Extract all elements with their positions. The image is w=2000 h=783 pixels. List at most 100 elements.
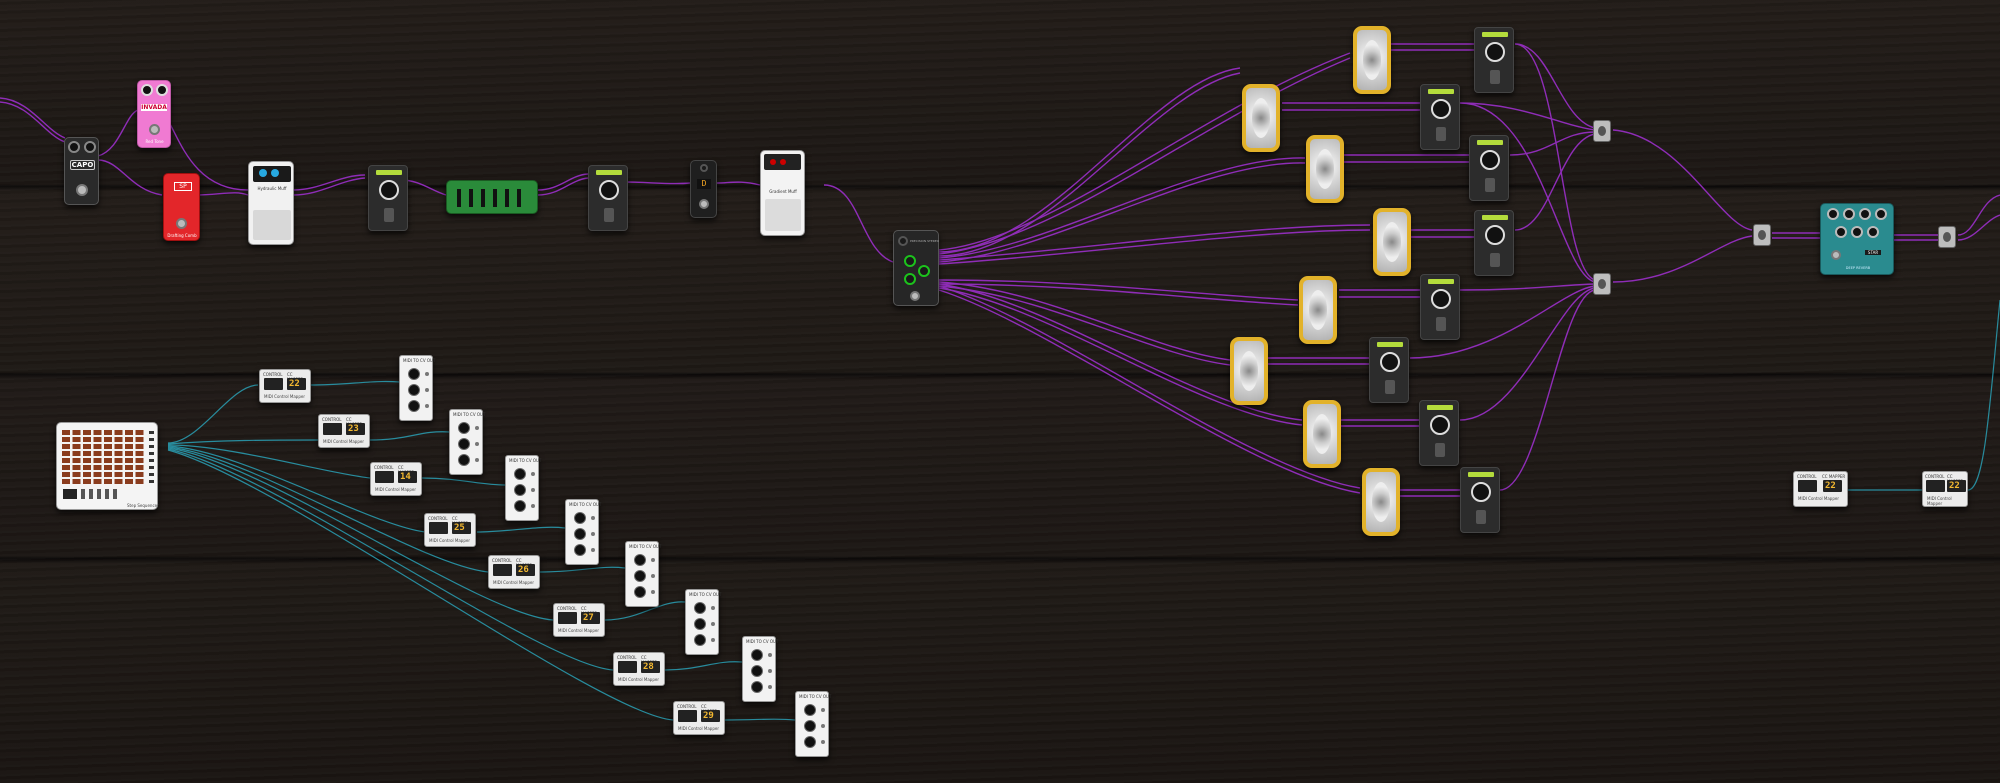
- amp-util-5-knob-icon[interactable]: [1431, 289, 1451, 309]
- reverb-knob-1-icon[interactable]: [1827, 208, 1839, 220]
- amp-cabinet-7[interactable]: [1303, 400, 1341, 468]
- dist-6-knob-b-icon[interactable]: [694, 618, 706, 630]
- amp-cabinet-4[interactable]: [1373, 208, 1411, 276]
- reverb-knob-4-icon[interactable]: [1875, 208, 1887, 220]
- compressor-knob-right-icon[interactable]: [84, 141, 96, 153]
- util-1-knob-icon[interactable]: [379, 180, 399, 200]
- pink-footswitch[interactable]: [149, 124, 160, 135]
- dist-7-knob-a-icon[interactable]: [751, 649, 763, 661]
- dist-2-knob-b-icon[interactable]: [458, 438, 470, 450]
- amp-util-7[interactable]: [1419, 400, 1459, 466]
- amp-util-5[interactable]: [1420, 274, 1460, 340]
- dist-8-knob-c-icon[interactable]: [804, 736, 816, 748]
- amp-util-1-switch[interactable]: [1490, 70, 1500, 84]
- amp-util-6-knob-icon[interactable]: [1380, 352, 1400, 372]
- pink-knob-right-icon[interactable]: [156, 84, 168, 96]
- eq-slider-4-icon[interactable]: [493, 189, 497, 207]
- amp-util-4[interactable]: [1474, 210, 1514, 276]
- amp-cabinet-3[interactable]: [1306, 135, 1344, 203]
- sequencer-grid[interactable]: [62, 428, 146, 484]
- midi-cv-out-4[interactable]: MIDI TO CV OUT: [565, 499, 601, 565]
- amp-util-4-switch[interactable]: [1490, 253, 1500, 267]
- red-footswitch[interactable]: [176, 218, 187, 229]
- amp-util-7-knob-icon[interactable]: [1430, 415, 1450, 435]
- amp-util-8[interactable]: [1460, 467, 1500, 533]
- dist-1-knob-b-icon[interactable]: [408, 384, 420, 396]
- dist-6-knob-c-icon[interactable]: [694, 634, 706, 646]
- green-eq-pedal[interactable]: [446, 180, 538, 214]
- amp-util-2-knob-icon[interactable]: [1431, 99, 1451, 119]
- util-2-knob-icon[interactable]: [599, 180, 619, 200]
- dist-4-knob-b-icon[interactable]: [574, 528, 586, 540]
- dist-5-knob-b-icon[interactable]: [634, 570, 646, 582]
- reverb-knob-2-icon[interactable]: [1843, 208, 1855, 220]
- amp-cabinet-2[interactable]: [1242, 84, 1280, 152]
- dist-7-knob-c-icon[interactable]: [751, 681, 763, 693]
- midi-cv-out-5[interactable]: MIDI TO CV OUT: [625, 541, 661, 607]
- dist-3-knob-b-icon[interactable]: [514, 484, 526, 496]
- boss-pedal-pad[interactable]: [765, 199, 801, 231]
- reverb-knob-7-icon[interactable]: [1867, 226, 1879, 238]
- reverb-footswitch-left[interactable]: [1831, 250, 1841, 260]
- util-2-switch[interactable]: [604, 208, 614, 222]
- sensor-pad[interactable]: [253, 210, 291, 240]
- dist-8-knob-b-icon[interactable]: [804, 720, 816, 732]
- splitter-knob-3-icon[interactable]: [904, 273, 916, 285]
- midi-cv-out-6[interactable]: MIDI TO CV OUT: [685, 589, 721, 655]
- compressor-footswitch[interactable]: [76, 184, 88, 196]
- merger-1-icon[interactable]: [1593, 120, 1611, 142]
- red-fuzz-pedal[interactable]: SP Drafting Comb: [163, 173, 200, 241]
- amp-util-1[interactable]: [1474, 27, 1514, 93]
- amp-cabinet-5[interactable]: [1299, 276, 1337, 344]
- dist-7-knob-b-icon[interactable]: [751, 665, 763, 677]
- splitter-knob-2-icon[interactable]: [918, 265, 930, 277]
- dist-8-knob-a-icon[interactable]: [804, 704, 816, 716]
- amp-util-4-knob-icon[interactable]: [1485, 225, 1505, 245]
- compressor-knob-left-icon[interactable]: [68, 141, 80, 153]
- splitter-knob-1-icon[interactable]: [904, 255, 916, 267]
- dist-6-knob-a-icon[interactable]: [694, 602, 706, 614]
- amp-util-6[interactable]: [1369, 337, 1409, 403]
- midi-cv-out-8[interactable]: MIDI TO CV OUT: [795, 691, 831, 757]
- white-sensor-pedal[interactable]: Hydraulic Muff: [248, 161, 294, 245]
- dist-3-knob-c-icon[interactable]: [514, 500, 526, 512]
- merger-2-icon[interactable]: [1593, 273, 1611, 295]
- amp-util-8-switch[interactable]: [1476, 510, 1486, 524]
- util-1-switch[interactable]: [384, 208, 394, 222]
- pink-knob-left-icon[interactable]: [141, 84, 153, 96]
- boss-white-pedal[interactable]: Gradient Muff: [760, 150, 805, 236]
- amp-util-1-knob-icon[interactable]: [1485, 42, 1505, 62]
- dist-2-knob-c-icon[interactable]: [458, 454, 470, 466]
- midi-cv-out-2[interactable]: MIDI TO CV OUT: [449, 409, 485, 475]
- compressor-pedal[interactable]: CAPO: [64, 137, 99, 205]
- amp-util-2[interactable]: [1420, 84, 1460, 150]
- midi-cv-out-7[interactable]: MIDI TO CV OUT: [742, 636, 778, 702]
- reverb-knob-5-icon[interactable]: [1835, 226, 1847, 238]
- dist-4-knob-c-icon[interactable]: [574, 544, 586, 556]
- midi-cv-out-1[interactable]: MIDI TO CV OUT: [399, 355, 435, 421]
- amp-util-7-switch[interactable]: [1435, 443, 1445, 457]
- amp-util-6-switch[interactable]: [1385, 380, 1395, 394]
- merger-4-icon[interactable]: [1938, 226, 1956, 248]
- splitter-footswitch[interactable]: [910, 291, 920, 301]
- dist-1-knob-a-icon[interactable]: [408, 368, 420, 380]
- teal-reverb-pedal[interactable]: STAR DEEP REVERB: [1820, 203, 1894, 275]
- amp-util-3-switch[interactable]: [1485, 178, 1495, 192]
- dist-3-knob-a-icon[interactable]: [514, 468, 526, 480]
- step-sequencer[interactable]: Step Sequencer: [56, 422, 159, 510]
- reverb-knob-3-icon[interactable]: [1859, 208, 1871, 220]
- amp-cabinet-8[interactable]: [1362, 468, 1400, 536]
- pink-overdrive-pedal[interactable]: INVADA Red Tone: [137, 80, 171, 148]
- amp-cabinet-1[interactable]: [1353, 26, 1391, 94]
- sequencer-controls[interactable]: [81, 489, 121, 499]
- utility-module-1[interactable]: [368, 165, 408, 231]
